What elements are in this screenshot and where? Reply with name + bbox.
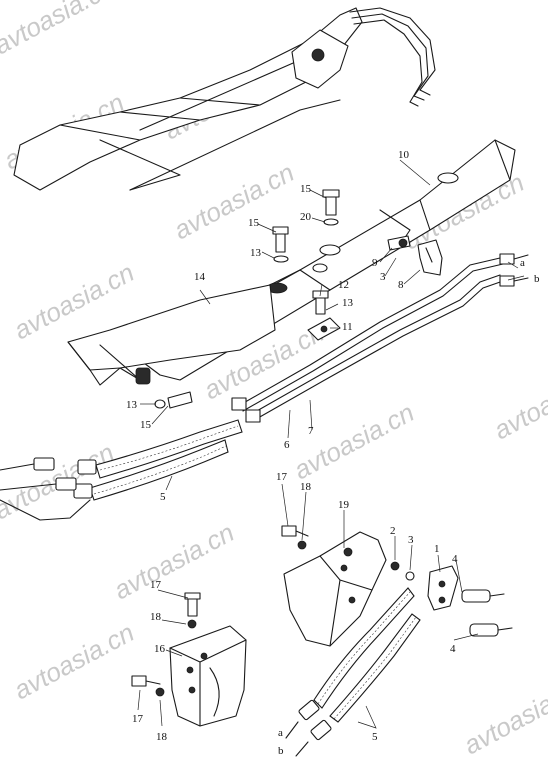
label-13-lower: 13 bbox=[126, 399, 138, 411]
watermark-13: avtoasia.cn bbox=[459, 672, 548, 760]
leader-lines bbox=[137, 159, 525, 729]
label-a-lower: a bbox=[278, 727, 283, 739]
label-3-upper: 3 bbox=[380, 271, 386, 283]
hose-5-lower-a bbox=[313, 587, 415, 709]
label-17-lower: 17 bbox=[132, 713, 144, 725]
top-rigid-pipe-3 bbox=[353, 19, 423, 103]
label-18-top: 18 bbox=[300, 481, 312, 493]
part-labels: 10 15 20 15 13 9 3 8 12 13 11 14 13 15 6… bbox=[126, 149, 540, 757]
hose-lower-fitting-a bbox=[298, 699, 320, 721]
label-9: 9 bbox=[372, 257, 378, 269]
beam-hole-lower bbox=[312, 263, 328, 273]
label-20: 20 bbox=[300, 211, 312, 223]
beam-hole-mid bbox=[319, 244, 341, 256]
hose-5-lower-b bbox=[329, 613, 421, 723]
watermark-9: avtoasia.cn bbox=[489, 357, 548, 445]
label-15-lower: 15 bbox=[140, 419, 152, 431]
watermark-1: avtoasia.cn bbox=[0, 0, 119, 60]
label-13-mid: 13 bbox=[342, 297, 354, 309]
top-arm-assembly bbox=[13, 7, 436, 191]
fitting-4-upper bbox=[461, 589, 491, 603]
pipe-6 bbox=[254, 274, 501, 413]
pipes-middle bbox=[0, 253, 529, 521]
nut-2 bbox=[390, 561, 400, 571]
label-17-top: 17 bbox=[276, 471, 288, 483]
bolt-15-left bbox=[275, 231, 286, 253]
label-16: 16 bbox=[154, 643, 166, 655]
label-5-lower: 5 bbox=[372, 731, 378, 743]
hose-5-b bbox=[89, 439, 229, 501]
label-1: 1 bbox=[434, 543, 440, 555]
watermark-11: avtoasia.cn bbox=[109, 517, 239, 605]
label-a-upper: a bbox=[520, 257, 525, 269]
washer-20 bbox=[323, 218, 339, 226]
beam-hole-upper bbox=[437, 172, 459, 184]
fitting-4-lower bbox=[469, 623, 499, 637]
hose-lower-fitting-b bbox=[310, 719, 332, 741]
fitting-b-upper bbox=[499, 275, 515, 287]
washer-18-lower bbox=[155, 687, 165, 697]
label-8: 8 bbox=[398, 279, 404, 291]
bolt-15-top bbox=[325, 194, 337, 216]
fitting-pipe-6 bbox=[245, 409, 261, 423]
bolt-12 bbox=[315, 295, 326, 315]
washer-3-lower bbox=[405, 571, 415, 581]
label-5-upper: 5 bbox=[160, 491, 166, 503]
label-10: 10 bbox=[398, 149, 410, 161]
label-15-left: 15 bbox=[248, 217, 260, 229]
label-18-mid: 18 bbox=[150, 611, 162, 623]
bolt-17-mid bbox=[187, 597, 198, 617]
label-17-mid: 17 bbox=[150, 579, 162, 591]
hose-fitting-left-2 bbox=[73, 483, 93, 499]
label-4-upper: 4 bbox=[452, 553, 458, 565]
label-7: 7 bbox=[308, 425, 314, 437]
label-14: 14 bbox=[194, 271, 206, 283]
bracket-1 bbox=[427, 565, 459, 611]
top-rigid-pipe-2 bbox=[351, 13, 429, 97]
top-rigid-pipe-1 bbox=[349, 7, 436, 91]
pipe-7 bbox=[239, 257, 501, 406]
label-12: 12 bbox=[338, 279, 349, 291]
bolt-17-upper bbox=[281, 525, 297, 537]
label-11: 11 bbox=[342, 321, 353, 333]
part-14-block bbox=[135, 367, 151, 385]
washer-13-left bbox=[273, 255, 289, 263]
part-14-support bbox=[67, 284, 276, 386]
label-13-left: 13 bbox=[250, 247, 262, 259]
fitting-pipe-7 bbox=[231, 397, 247, 411]
washer-18-upper bbox=[297, 540, 307, 550]
washer-13-lower bbox=[154, 399, 166, 409]
bracket-16 bbox=[169, 625, 247, 727]
label-19: 19 bbox=[338, 499, 350, 511]
hose-fitting-left-1 bbox=[77, 459, 97, 475]
hose-5-a bbox=[95, 419, 243, 479]
label-18-lower: 18 bbox=[156, 731, 168, 743]
label-4-lower: 4 bbox=[450, 643, 456, 655]
bracket-19-assembly bbox=[281, 525, 513, 757]
label-3-lower: 3 bbox=[408, 534, 414, 546]
label-2: 2 bbox=[390, 525, 396, 537]
watermark-8: avtoasia.cn bbox=[289, 397, 419, 485]
label-15-top: 15 bbox=[300, 183, 312, 195]
bracket-16-assembly bbox=[131, 592, 247, 727]
label-b-upper: b bbox=[534, 273, 540, 285]
label-6: 6 bbox=[284, 439, 290, 451]
label-b-lower: b bbox=[278, 745, 284, 757]
fitting-a-upper bbox=[499, 253, 515, 265]
watermark-12: avtoasia.cn bbox=[9, 617, 139, 705]
bolt-17-lower bbox=[131, 675, 147, 687]
bolt-15-lower bbox=[167, 391, 193, 409]
washer-18-mid bbox=[187, 619, 197, 629]
